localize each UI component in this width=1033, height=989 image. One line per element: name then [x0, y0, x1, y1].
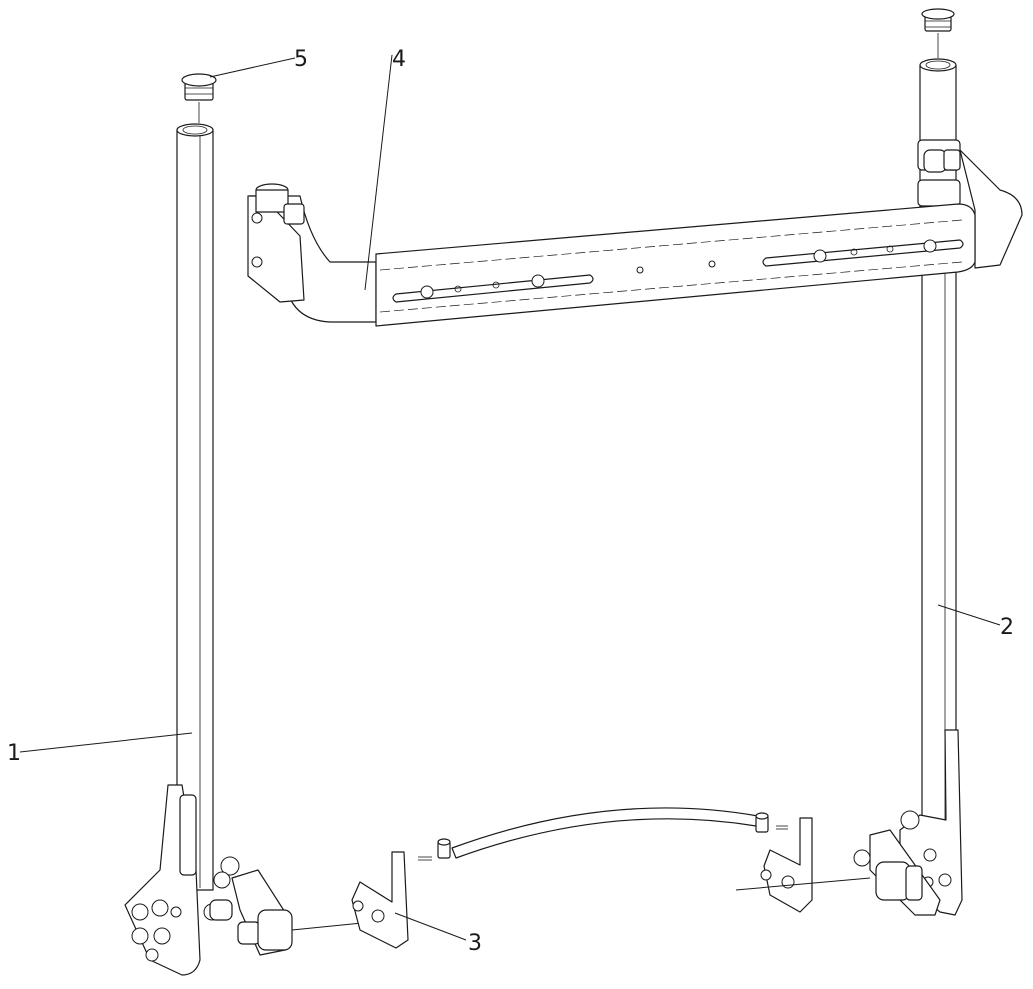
right-end-cap [921, 8, 955, 58]
right-upright-tube [917, 58, 961, 823]
left-frame-bracket [124, 784, 201, 976]
callout-4: 4 [392, 47, 406, 72]
left-lock-mechanism [203, 856, 373, 956]
callout-3: 3 [468, 931, 482, 956]
release-lever-assembly [351, 807, 871, 949]
callout-1: 1 [7, 741, 21, 766]
left-upright-tube [176, 123, 214, 891]
leader-lines [19, 54, 1001, 941]
right-frame-bracket [853, 729, 963, 916]
callout-5: 5 [294, 47, 308, 72]
left-end-cap [181, 73, 217, 123]
backrest-crossbar [247, 149, 1023, 327]
callout-labels: 1 2 3 4 5 [7, 47, 1014, 956]
callout-2: 2 [1000, 615, 1014, 640]
